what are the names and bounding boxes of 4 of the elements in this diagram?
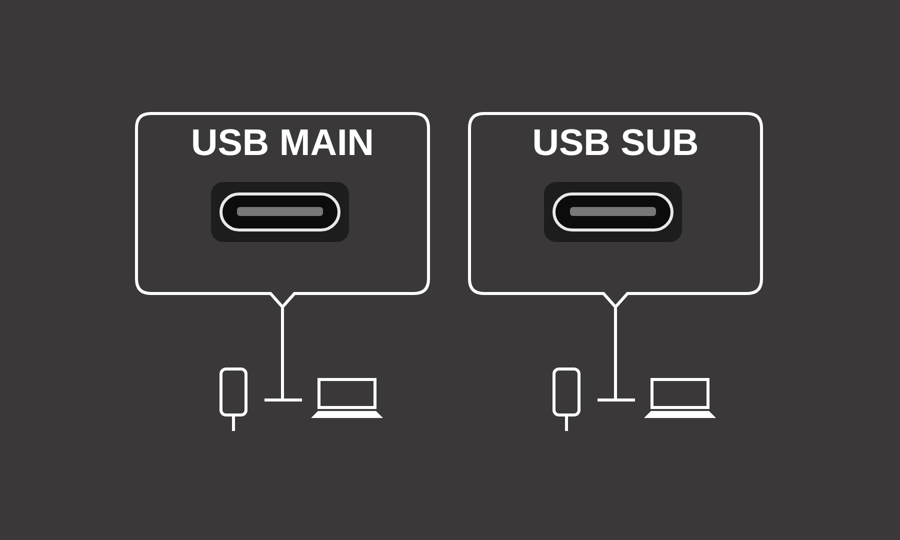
connector-line — [596, 306, 636, 402]
port-label: USB SUB — [531, 122, 700, 164]
connector-line — [263, 306, 304, 402]
port-label: USB MAIN — [190, 122, 375, 164]
